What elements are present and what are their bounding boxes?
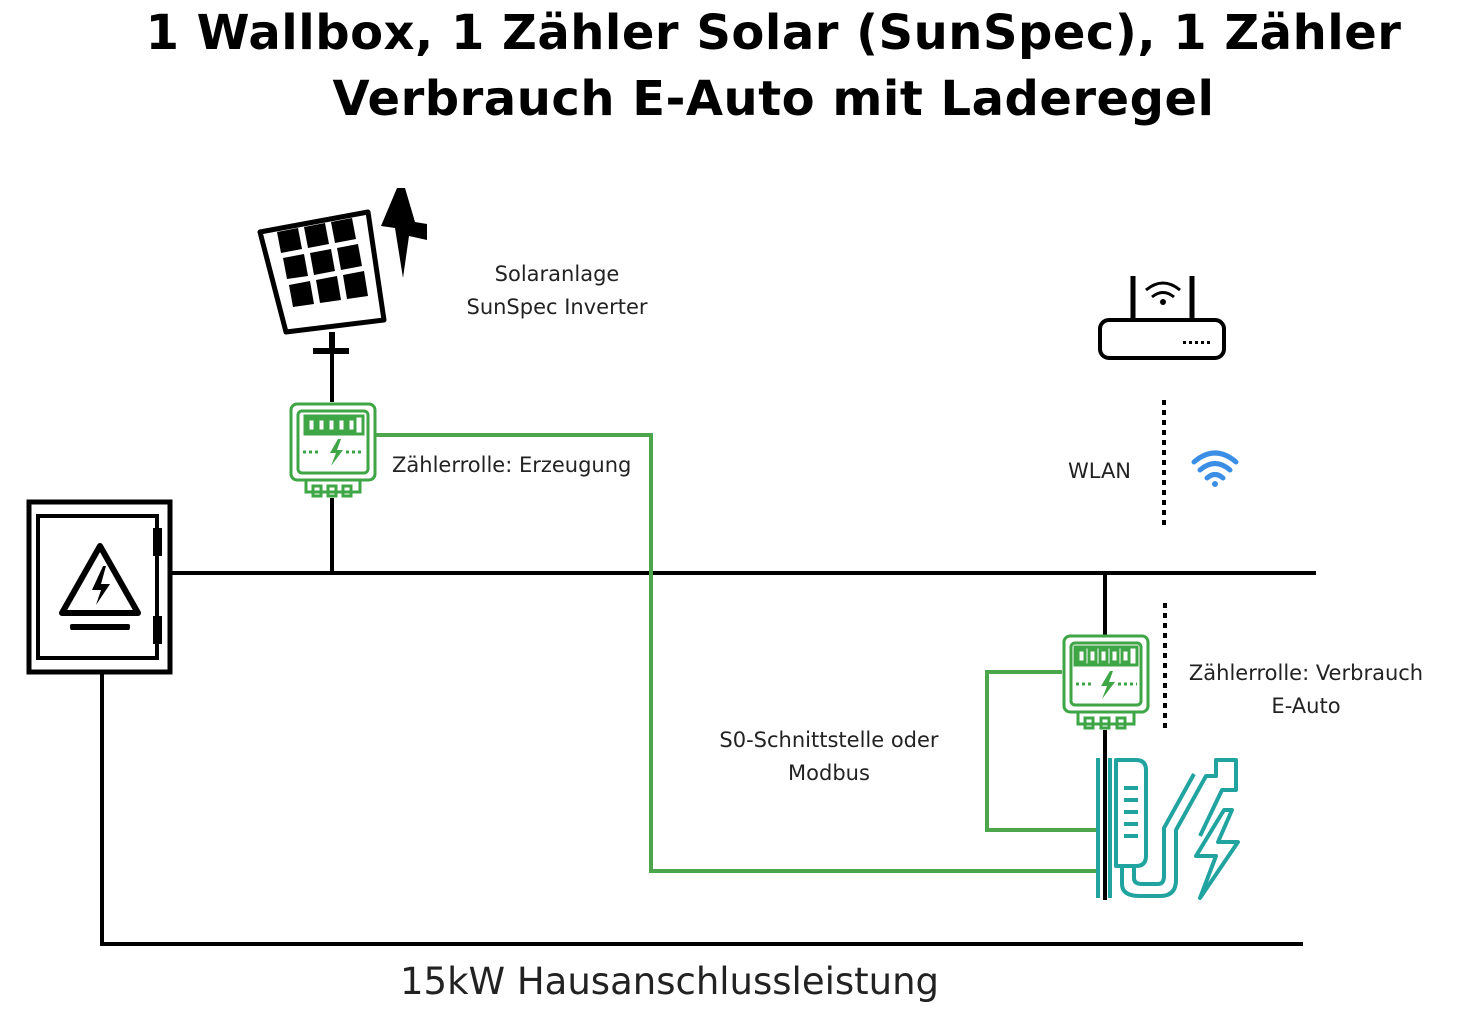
interface-label-line-2: Modbus [788,761,870,785]
signal-wires [376,433,1100,873]
electrical-cabinet-icon [26,499,173,675]
wifi-icon [1191,450,1239,487]
solar-panel-icon [257,209,387,354]
solar-label-line-1: Solaranlage [494,262,620,286]
meter-role-generation-label: Zählerrolle: Erzeugung [392,453,632,477]
house-connection-label: 15kW Hausanschlussleistung [400,960,940,1003]
interface-label-line-1: S0-Schnittstelle oder [719,728,939,752]
s0-modbus-wire [376,433,1100,873]
title-line-2: Verbrauch E-Auto mit Laderegel [332,71,1215,127]
meter-role-consumption-line-1: Zählerrolle: Verbrauch [1188,661,1424,685]
meter-role-consumption-line-2: E-Auto [1271,694,1341,718]
wlan-dots-upper [1162,400,1166,525]
wallbox-meter-signal-wire [985,670,1100,832]
meter-role-consumption-label: Zählerrolle: Verbrauch E-Auto [1180,657,1432,723]
energy-meter-icon [1062,634,1150,730]
title-line-1: 1 Wallbox, 1 Zähler Solar (SunSpec), 1 Z… [145,5,1402,61]
solar-label-line-2: SunSpec Inverter [466,295,648,319]
power-wires [100,345,1316,946]
wlan-link [1162,400,1167,728]
solar-label: Solaranlage SunSpec Inverter [446,258,668,324]
wlan-dots-lower [1163,603,1167,728]
high-voltage-warning-icon [59,543,141,630]
diagram-title: 1 Wallbox, 1 Zähler Solar (SunSpec), 1 Z… [0,0,1463,132]
wlan-label: WLAN [1068,459,1132,483]
lightning-bolt-icon [381,188,427,278]
interface-label: S0-Schnittstelle oder Modbus [700,724,958,790]
energy-meter-icon [289,402,377,498]
router-icon [1098,276,1226,360]
ev-charger-icon [1096,758,1240,900]
